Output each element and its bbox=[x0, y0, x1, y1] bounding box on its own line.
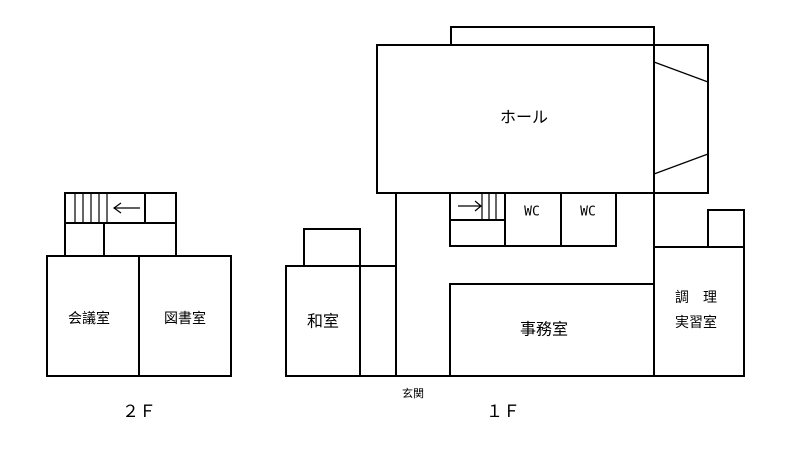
japanese-room-alcove bbox=[303, 228, 361, 267]
office-room bbox=[449, 283, 655, 377]
library-room-label: 図書室 bbox=[164, 310, 206, 327]
entrance-label: 玄関 bbox=[402, 386, 424, 400]
landing-2f bbox=[103, 222, 177, 257]
hall-room bbox=[376, 44, 655, 194]
meeting-room-label: 会議室 bbox=[68, 310, 110, 327]
cooking-room-label-line1: 調 理 bbox=[675, 290, 717, 306]
second-floor-plan: 会議室 図書室 ２Ｆ bbox=[46, 192, 232, 422]
cooking-room-annex bbox=[707, 209, 745, 248]
hall-label: ホール bbox=[500, 108, 548, 127]
japanese-room-label: 和室 bbox=[307, 312, 339, 331]
library-room bbox=[138, 255, 232, 377]
wc-left-label: WC bbox=[524, 205, 540, 220]
arrow-right-icon bbox=[458, 200, 482, 212]
stair-treads-2f bbox=[74, 193, 108, 223]
stair-treads-1f bbox=[481, 192, 497, 220]
meeting-room bbox=[46, 255, 140, 377]
office-label: 事務室 bbox=[520, 320, 568, 339]
first-floor-plan: WC WC ホール 和室 事務室 調 理 実習室 玄関 １Ｆ bbox=[285, 26, 745, 422]
hall-top-projection bbox=[450, 26, 655, 46]
wc-right-label: WC bbox=[580, 205, 596, 220]
cooking-room-label-line2: 実習室 bbox=[675, 314, 717, 331]
floor-label-2f: ２Ｆ bbox=[122, 402, 156, 422]
cooking-room bbox=[653, 246, 745, 377]
floor-label-1f: １Ｆ bbox=[486, 402, 520, 422]
hall-stage bbox=[653, 44, 709, 194]
arrow-left-icon bbox=[112, 202, 140, 214]
